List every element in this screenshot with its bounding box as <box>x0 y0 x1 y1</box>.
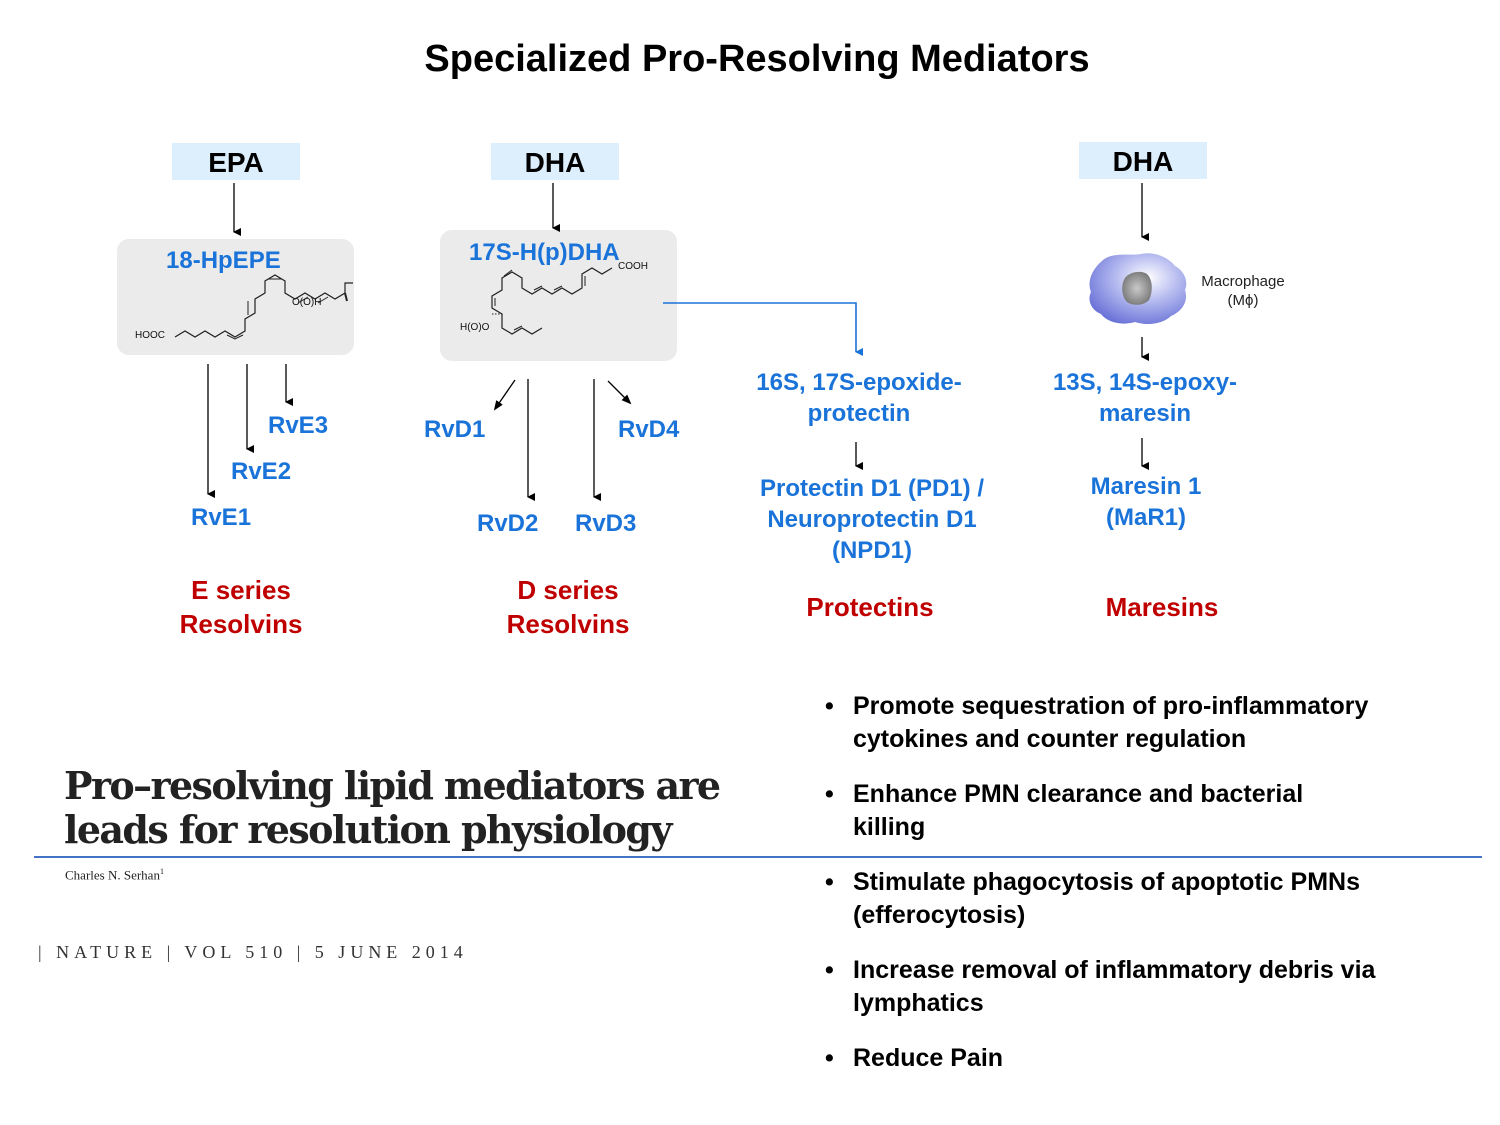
source-dha-maresins: DHA <box>1079 142 1207 179</box>
arrow-to-rvd4 <box>607 380 632 405</box>
journal-citation: | NATURE | VOL 510 | 5 JUNE 2014 <box>38 942 468 962</box>
function-item-line1: Stimulate phagocytosis of apoptotic PMNs <box>853 868 1360 896</box>
product-rvd4: RvD4 <box>618 416 680 443</box>
epoxy-maresin-line1: 13S, 14S-epoxy- <box>1052 369 1238 396</box>
group-label-e-series: E series Resolvins <box>140 573 342 641</box>
hpdha-label: 17S-H(p)DHA <box>469 239 620 266</box>
paper-title-line1: Pro–resolving lipid mediators are <box>64 763 721 808</box>
function-item-line2: killing <box>853 813 926 841</box>
group-label-protectins: Protectins <box>806 592 934 622</box>
product-rvd1: RvD1 <box>424 416 486 443</box>
paper-title-line2: leads for resolution physiology <box>64 807 672 852</box>
hpepe-cooh-label: HOOC <box>135 330 165 341</box>
function-item: Promote sequestration of pro-inflammator… <box>823 690 1483 756</box>
mar1-line1: Maresin 1 <box>1090 473 1202 500</box>
function-item-line1: Enhance PMN clearance and bacterial <box>853 780 1304 808</box>
d-series-label-line2: Resolvins <box>506 609 630 639</box>
function-item: Enhance PMN clearance and bacterial killi… <box>823 778 1483 844</box>
epoxy-maresin-line2: maresin <box>1098 400 1192 427</box>
macrophage-icon <box>1089 253 1187 324</box>
group-label-d-series: D series Resolvins <box>467 573 669 641</box>
mar1-line2: (MaR1) <box>1105 504 1186 531</box>
function-item: Reduce Pain <box>823 1042 1483 1075</box>
product-rvd3: RvD3 <box>575 510 637 537</box>
function-item-line2: (efferocytosis) <box>853 901 1026 929</box>
arrow-to-rvd1 <box>493 379 516 411</box>
epoxide-protectin-line1: 16S, 17S-epoxide- <box>756 369 962 396</box>
macrophage-label-line2: (Mϕ) <box>1227 292 1259 309</box>
hpdha-cooh-label: COOH <box>618 261 648 272</box>
function-item-line1: Increase removal of inflammatory debris … <box>853 956 1376 984</box>
e-series-label-line1: E series <box>191 575 291 605</box>
source-epa: EPA <box>172 143 300 180</box>
hpepe-box: 18-HpEPE HOOC O(O)H <box>117 239 354 355</box>
hpepe-hydroperoxy-label: O(O)H <box>292 297 322 308</box>
epoxide-protectin: 16S, 17S-epoxide- protectin <box>730 367 988 429</box>
pd1-line1: Protectin D1 (PD1) / <box>759 475 985 502</box>
product-rve2: RvE2 <box>231 458 292 485</box>
macrophage-label: Macrophage (Mϕ) <box>1186 272 1300 310</box>
e-series-label-line2: Resolvins <box>179 609 303 639</box>
function-list: Promote sequestration of pro-inflammator… <box>823 690 1483 1097</box>
function-item-line2: lymphatics <box>853 989 984 1017</box>
product-rve3: RvE3 <box>268 412 329 439</box>
hpepe-label: 18-HpEPE <box>166 247 281 274</box>
hpdha-hydroperoxy-label: H(O)O <box>460 322 490 333</box>
function-item-line1: Reduce Pain <box>853 1044 1004 1072</box>
author-name: Charles N. Serhan <box>65 867 160 883</box>
function-item-line2: cytokines and counter regulation <box>853 725 1247 753</box>
function-item: Increase removal of inflammatory debris … <box>823 954 1483 1020</box>
slide-title: Specialized Pro-Resolving Mediators <box>424 38 1090 80</box>
pd1-line2: Neuroprotectin D1 <box>767 506 977 533</box>
hpdha-structure-icon <box>491 267 613 335</box>
product-rvd2: RvD2 <box>477 510 539 537</box>
epoxide-protectin-line2: protectin <box>807 400 911 427</box>
group-label-maresins: Maresins <box>1105 592 1219 622</box>
hpepe-structure-icon <box>174 274 353 340</box>
function-item: Stimulate phagocytosis of apoptotic PMNs… <box>823 866 1483 932</box>
macrophage-label-line1: Macrophage <box>1201 273 1285 290</box>
product-pd1-npd1: Protectin D1 (PD1) / Neuroprotectin D1 (… <box>727 473 1017 566</box>
product-mar1: Maresin 1 (MaR1) <box>1040 471 1252 533</box>
epoxy-maresin: 13S, 14S-epoxy- maresin <box>1020 367 1270 429</box>
paper-author: Charles N. Serhan1 <box>65 867 164 883</box>
d-series-label-line1: D series <box>517 575 619 605</box>
function-item-line1: Promote sequestration of pro-inflammator… <box>853 692 1369 720</box>
source-dha-resolvins: DHA <box>491 143 619 180</box>
hpdha-box: 17S-H(p)DHA COOH H(O)O <box>440 230 677 361</box>
product-rve1: RvE1 <box>191 504 252 531</box>
arrow-hpdha-to-epoxide-protectin <box>663 302 863 356</box>
pd1-line3: (NPD1) <box>831 537 912 564</box>
author-affiliation: 1 <box>159 867 164 876</box>
paper-title: Pro–resolving lipid mediators are leads … <box>64 764 784 852</box>
